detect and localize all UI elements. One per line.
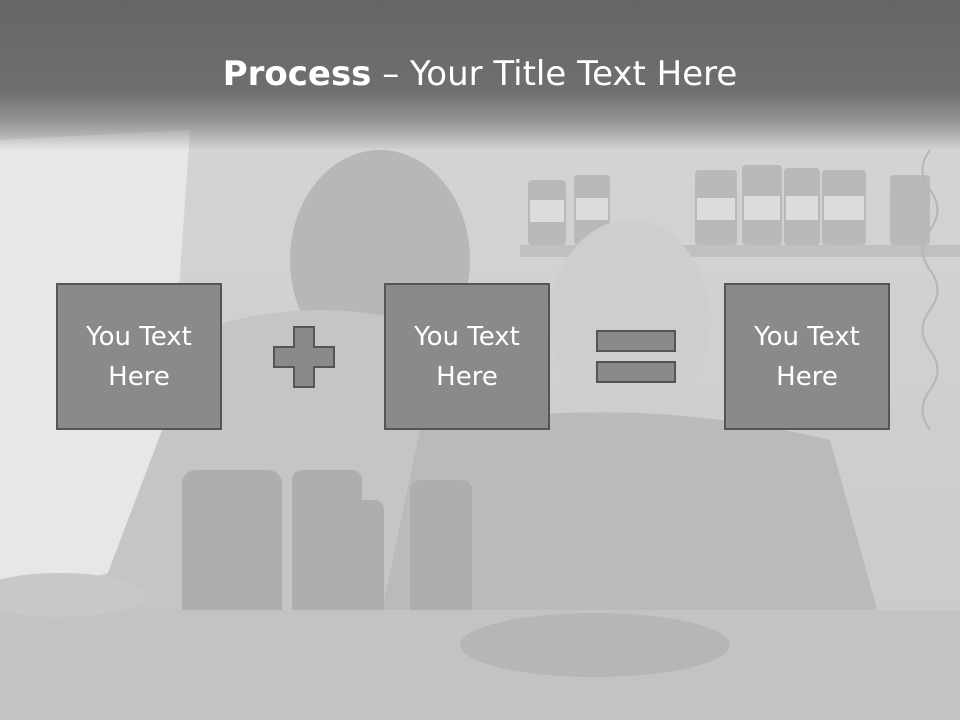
equals-icon: [596, 330, 676, 383]
slide-title[interactable]: Process – Your Title Text Here: [0, 50, 960, 98]
text-box-2-label: You Text Here: [414, 321, 520, 392]
title-rest: – Your Title Text Here: [371, 54, 738, 94]
text-box-3[interactable]: You Text Here: [724, 283, 890, 430]
text-box-3-label: You Text Here: [754, 321, 860, 392]
text-box-2[interactable]: You Text Here: [384, 283, 550, 430]
text-box-1[interactable]: You Text Here: [56, 283, 222, 430]
title-bar: [0, 0, 960, 150]
title-bold: Process: [222, 54, 372, 94]
text-box-1-label: You Text Here: [86, 321, 192, 392]
plus-icon: [273, 326, 335, 388]
